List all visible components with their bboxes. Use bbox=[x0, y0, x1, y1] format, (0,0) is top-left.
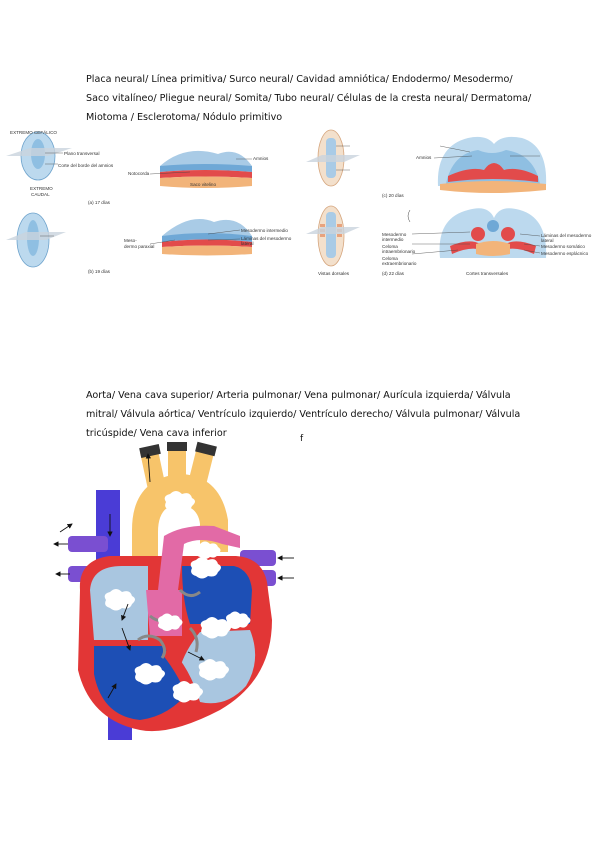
label-amnios-1: Amnios bbox=[253, 156, 269, 161]
label-vistas-dorsales: Vistas dorsales bbox=[318, 271, 350, 276]
embryo-section-a bbox=[149, 150, 252, 188]
blank-patch bbox=[164, 491, 195, 513]
valve-mitral bbox=[188, 626, 199, 653]
word-list-line: mitral/ Válvula aórtica/ Ventrículo izqu… bbox=[86, 409, 521, 420]
label-extremo-caudal-2: CAUDAL bbox=[31, 192, 50, 197]
label-meso-paraxial-2: dermo paraxial bbox=[124, 244, 154, 249]
label-r-celoma-intra-2: intraembrionario bbox=[382, 249, 416, 254]
label-laminas-mesodermo-1: Láminas del mesodermo bbox=[241, 236, 292, 241]
label-notocorda: Notocorda bbox=[128, 171, 150, 176]
blank-patch bbox=[172, 681, 203, 703]
flow-arrows bbox=[53, 453, 294, 699]
word-list-heart: Aorta/ Vena cava superior/ Arteria pulmo… bbox=[86, 386, 526, 443]
blank-patch bbox=[200, 617, 231, 639]
embryo-dorsal-view-a bbox=[6, 131, 72, 181]
stray-mark: f bbox=[300, 434, 304, 444]
embryo-dorsal-view-c bbox=[306, 129, 360, 187]
label-saco-vitelino: Saco vitelino bbox=[190, 182, 216, 187]
blank-label-patches bbox=[104, 491, 251, 703]
label-r-mesodermo-intermedio-1: Mesodermo bbox=[382, 232, 407, 237]
label-amnios-2: Amnios bbox=[416, 155, 432, 160]
label-r-laminas-1: Láminas del mesodermo bbox=[541, 233, 592, 238]
pulmonary-artery bbox=[158, 525, 240, 590]
blank-patch bbox=[198, 659, 229, 681]
label-r-celoma-extra-2: extraembrionario bbox=[382, 261, 417, 266]
left-atrium bbox=[182, 566, 252, 624]
label-r-celoma-extra-1: Celoma bbox=[382, 256, 398, 261]
label-r-mesodermo-esplacnico: Mesodermo esplácnico bbox=[541, 251, 589, 256]
caption-22-dias: (d) 22 días bbox=[382, 271, 405, 276]
caption-17-dias: (a) 17 días bbox=[88, 200, 111, 205]
embryo-development-figure: EXTREMO CEFÁLICO Plano transversal Corte… bbox=[6, 129, 592, 276]
embryo-section-b bbox=[149, 219, 252, 256]
heart-diagram bbox=[53, 441, 294, 740]
word-list-embryology: Placa neural/ Línea primitiva/ Surco neu… bbox=[86, 70, 532, 127]
label-r-celoma-intra-1: Celoma bbox=[382, 244, 398, 249]
word-list-line: Miotoma / Esclerotoma/ Nódulo primitivo bbox=[86, 112, 283, 123]
label-r-mesodermo-somatico: Mesodermo somático bbox=[541, 244, 585, 249]
label-laminas-mesodermo-2: lateral bbox=[241, 241, 254, 246]
caption-20-dias: (c) 20 días bbox=[382, 193, 404, 198]
embryo-dorsal-view-d bbox=[306, 205, 360, 267]
label-r-mesodermo-intermedio-2: intermedio bbox=[382, 237, 404, 242]
label-cortes-transversales: Cortes transversales bbox=[466, 271, 509, 276]
blank-patch bbox=[196, 541, 221, 559]
word-list-line: Saco vitalíneo/ Pliegue neural/ Somita/ … bbox=[86, 93, 532, 104]
embryo-section-c bbox=[433, 136, 547, 193]
label-plano-transversal: Plano transversal bbox=[64, 151, 100, 156]
valve-tricuspid bbox=[137, 634, 167, 659]
label-corte-amnios: Corte del borde del amnios bbox=[58, 163, 114, 168]
blank-patch bbox=[190, 557, 221, 579]
word-list-line: Placa neural/ Línea primitiva/ Surco neu… bbox=[86, 74, 513, 85]
label-mesodermo-intermedio: Mesodermo intermedio bbox=[241, 228, 288, 233]
blank-patch bbox=[226, 611, 251, 629]
blank-patch bbox=[134, 663, 165, 685]
blank-patch bbox=[158, 613, 183, 631]
valve-aortic bbox=[178, 588, 201, 597]
word-list-line: Aorta/ Vena cava superior/ Arteria pulmo… bbox=[86, 390, 511, 401]
label-meso-paraxial-1: Meso- bbox=[124, 238, 137, 243]
caption-19-dias: (b) 19 días bbox=[88, 269, 111, 274]
label-extremo-caudal-1: EXTREMO bbox=[30, 186, 53, 191]
word-list-line: tricúspide/ Vena cava inferior bbox=[86, 428, 227, 439]
embryo-section-d bbox=[407, 208, 547, 258]
embryo-dorsal-view-b bbox=[6, 212, 66, 268]
label-r-laminas-2: lateral bbox=[541, 238, 554, 243]
label-extremo-cefalico: EXTREMO CEFÁLICO bbox=[10, 129, 57, 135]
